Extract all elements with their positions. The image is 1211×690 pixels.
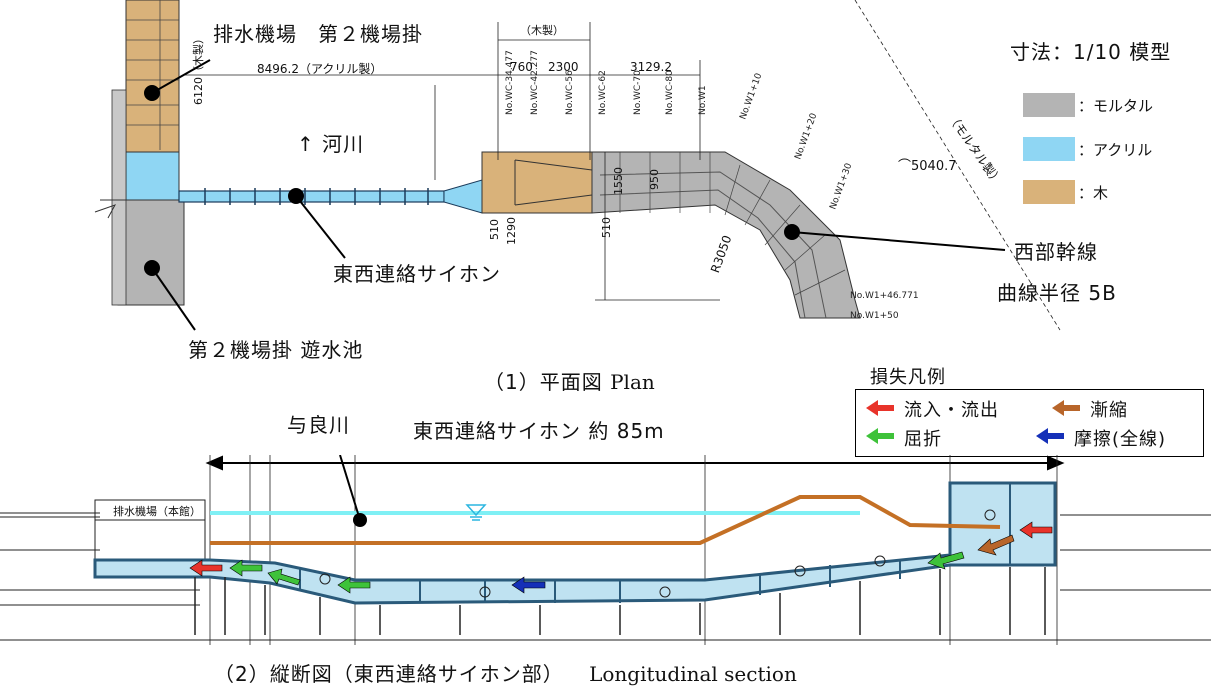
label-siphon: 東西連絡サイホン xyxy=(333,262,501,286)
section-arrow-outflow-icon xyxy=(189,559,223,577)
legend-label-acrylic: ：アクリル xyxy=(1078,141,1153,159)
section-siphon-body xyxy=(93,481,1057,605)
plan-caption-en: Plan xyxy=(610,370,655,394)
section-arrow-bend-2-icon xyxy=(267,568,301,586)
loss-label-friction: 摩擦(全線) xyxy=(1074,429,1167,450)
dim-950: 950 xyxy=(648,169,661,190)
legend-swatch-acrylic xyxy=(1023,137,1075,161)
svg-text:No.WC-70: No.WC-70 xyxy=(633,70,643,115)
label-pump-station: 排水機場 第２機場掛 xyxy=(213,22,423,46)
mortar-curved-channel xyxy=(591,151,861,319)
svg-text:No.WC-42.277: No.WC-42.277 xyxy=(530,50,540,115)
label-river: ↑ 河川 xyxy=(297,132,365,156)
loss-label-inflow-outflow: 流入・流出 xyxy=(904,400,999,421)
svg-text:No.WC-56: No.WC-56 xyxy=(565,70,575,115)
svg-text:No.W1+20: No.W1+20 xyxy=(793,112,819,161)
loss-legend-box: 流入・流出 漸縮 屈折 摩擦(全線) xyxy=(855,389,1204,457)
plan-caption-jp: （1）平面図 xyxy=(484,370,603,394)
svg-text:No.W1+10: No.W1+10 xyxy=(738,72,764,121)
loss-legend-arrows xyxy=(866,400,1080,444)
energy-grade-line xyxy=(210,495,1001,545)
dim-wood-top: （木製） xyxy=(520,24,564,37)
arrow-inflow-outflow-icon xyxy=(866,400,894,416)
section-arrow-friction-icon xyxy=(511,576,546,594)
dim-510b: 510 xyxy=(600,217,613,238)
dim-1290: 1290 xyxy=(505,217,518,245)
arrow-contraction-icon xyxy=(1052,400,1080,416)
dim-acrylic-length: 8496.2（アクリル製） xyxy=(257,62,383,76)
loss-label-contraction: 漸縮 xyxy=(1090,400,1128,421)
label-west-line: 西部幹線 xyxy=(1014,240,1098,264)
plan-caption: （1）平面図 Plan xyxy=(484,366,655,395)
section-caption: （2）縦断図（東西連絡サイホン部） Longitudinal section xyxy=(214,658,797,687)
section-arrow-bend-1-icon xyxy=(229,559,263,577)
label-pump-house: 排水機場（本館） xyxy=(113,505,201,518)
svg-text:No.W1: No.W1 xyxy=(698,85,708,115)
scale-label: 寸法：1/10 模型 xyxy=(1010,40,1172,64)
wood-transition-block xyxy=(481,151,593,214)
dim-760: 760 xyxy=(510,60,533,74)
retention-pond-mortar xyxy=(117,199,185,306)
label-siphon-length: 東西連絡サイホン 約 85m xyxy=(413,419,665,443)
dim-arc: ⌒5040.7 xyxy=(898,159,957,174)
svg-text:No.WC-80: No.WC-80 xyxy=(665,70,675,115)
svg-text:No.WC-62: No.WC-62 xyxy=(598,70,608,115)
svg-text:No.W1+50: No.W1+50 xyxy=(850,311,899,321)
section-arrow-bend-4-icon xyxy=(927,551,965,570)
svg-text:No.W1+30: No.W1+30 xyxy=(828,162,854,211)
section-loss-arrows xyxy=(189,521,1053,594)
dim-6120: 6120（木製） xyxy=(192,33,205,105)
dim-3129: 3129.2 xyxy=(630,60,672,74)
svg-text:No.W1+46.771: No.W1+46.771 xyxy=(850,291,919,301)
arrow-friction-icon xyxy=(1036,428,1064,444)
dim-510a: 510 xyxy=(488,219,501,240)
legend-swatch-wood xyxy=(1023,180,1075,204)
section-arrow-contraction-icon xyxy=(977,534,1015,556)
label-retention-pond: 第２機場掛 遊水池 xyxy=(188,338,364,362)
label-yora-river: 与良川 xyxy=(287,413,350,437)
plan-view-drawing: No.WC-34.477 No.WC-42.277 No.WC-56 No.WC… xyxy=(94,0,1061,331)
dim-2300: 2300 xyxy=(548,60,579,74)
label-curve-radius: 曲線半径 5B xyxy=(997,281,1117,305)
section-caption-en: Longitudinal section xyxy=(589,662,797,686)
loss-legend-title: 損失凡例 xyxy=(870,367,946,388)
legend-swatch-mortar xyxy=(1023,93,1075,117)
section-arrow-bend-3-icon xyxy=(337,576,371,594)
loss-label-bend: 屈折 xyxy=(904,429,942,450)
section-arrow-inflow-icon xyxy=(1019,521,1053,539)
dim-1550: 1550 xyxy=(612,167,625,195)
pump-station-wood xyxy=(125,0,180,153)
section-caption-jp: （2）縦断図（東西連絡サイホン部） xyxy=(214,662,564,686)
legend-label-mortar: ：モルタル xyxy=(1078,97,1154,115)
legend-label-wood: ：木 xyxy=(1078,184,1109,202)
arrow-bend-icon xyxy=(866,428,894,444)
svg-text:No.WC-34.477: No.WC-34.477 xyxy=(505,50,515,115)
longitudinal-section-drawing xyxy=(0,455,1211,645)
